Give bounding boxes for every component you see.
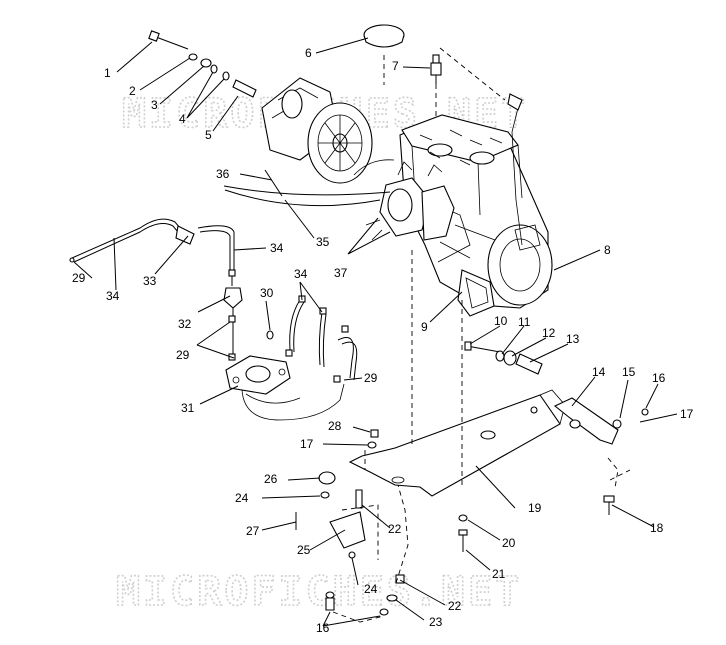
- washer-17: [367, 441, 377, 449]
- throttle-lever-bracket: [295, 489, 379, 560]
- callout-6: 6: [305, 46, 312, 60]
- callout-20: 20: [502, 536, 516, 550]
- callout-37: 37: [334, 266, 348, 280]
- throttle-cable: [223, 185, 391, 207]
- callout-1: 1: [104, 66, 111, 80]
- spark-plug: [430, 54, 442, 84]
- fuel-cap: [363, 24, 405, 48]
- callout-16-lower: 16: [316, 621, 330, 635]
- callout-26: 26: [264, 472, 278, 486]
- callout-34-left: 34: [106, 289, 120, 303]
- watermark-bottom: MICROFICHES.NET: [116, 569, 522, 615]
- callout-33: 33: [143, 274, 157, 288]
- callout-18: 18: [650, 521, 664, 535]
- callout-2: 2: [129, 84, 136, 98]
- callout-10: 10: [494, 314, 508, 328]
- lower-hardware: [325, 484, 409, 623]
- callout-23: 23: [429, 615, 443, 629]
- callout-14: 14: [592, 365, 606, 379]
- callout-12: 12: [542, 326, 556, 340]
- plug-boot: [507, 93, 523, 111]
- callout-11: 11: [518, 315, 531, 329]
- callout-25: 25: [297, 543, 311, 557]
- alignment-lines: [364, 47, 506, 488]
- recoil-starter: [261, 77, 373, 184]
- callout-35: 35: [316, 235, 330, 249]
- callout-31: 31: [181, 401, 195, 415]
- leader-lines: [73, 37, 678, 627]
- primer-knob: [318, 471, 336, 485]
- mount-bolt: [603, 495, 615, 515]
- callout-22-lower: 22: [448, 599, 462, 613]
- callout-5: 5: [205, 128, 212, 142]
- callout-29-left: 29: [72, 271, 86, 285]
- fuel-filter: [223, 269, 243, 361]
- callout-7: 7: [392, 59, 399, 73]
- callout-29-filter: 29: [176, 348, 190, 362]
- starter-bolt-set: [148, 30, 257, 98]
- callout-4: 4: [179, 112, 186, 126]
- callout-17-right: 17: [680, 407, 694, 421]
- fuel-pump: [225, 355, 345, 421]
- washer: [458, 514, 468, 522]
- spark-plug-wire: [511, 107, 523, 246]
- callout-9: 9: [421, 320, 428, 334]
- plate-bolt: [458, 529, 468, 552]
- callout-34-right: 34: [270, 241, 284, 255]
- nut-28: [370, 429, 379, 438]
- callout-24-upper: 24: [235, 491, 249, 505]
- callout-36: 36: [216, 167, 230, 181]
- callout-28: 28: [328, 419, 342, 433]
- callout-30: 30: [260, 286, 274, 300]
- callout-labels: 1 2 3 4 5 6 7 8 9 10 11 12 13 14 15 16 1…: [72, 46, 694, 635]
- callout-13: 13: [566, 332, 580, 346]
- callout-16-right: 16: [652, 371, 666, 385]
- callout-22-upper: 22: [388, 522, 402, 536]
- callout-27: 27: [246, 524, 260, 538]
- callout-19: 19: [528, 501, 542, 515]
- callout-17-left: 17: [300, 437, 314, 451]
- callout-24-lower: 24: [364, 582, 378, 596]
- callout-3: 3: [151, 98, 158, 112]
- callout-15: 15: [622, 365, 636, 379]
- rubber-mount-stack: [464, 341, 543, 375]
- carburetor: [365, 161, 455, 241]
- engine-block: [399, 114, 553, 317]
- callout-29-right: 29: [364, 371, 378, 385]
- callout-32: 32: [178, 317, 192, 331]
- callout-8: 8: [604, 243, 611, 257]
- choke-cable: [264, 169, 283, 197]
- engine-mount-plate: [348, 389, 566, 497]
- mount-bracket: [553, 397, 649, 489]
- callout-21: 21: [492, 567, 506, 581]
- fuel-line-upper: [69, 218, 235, 270]
- callout-34-center: 34: [294, 267, 308, 281]
